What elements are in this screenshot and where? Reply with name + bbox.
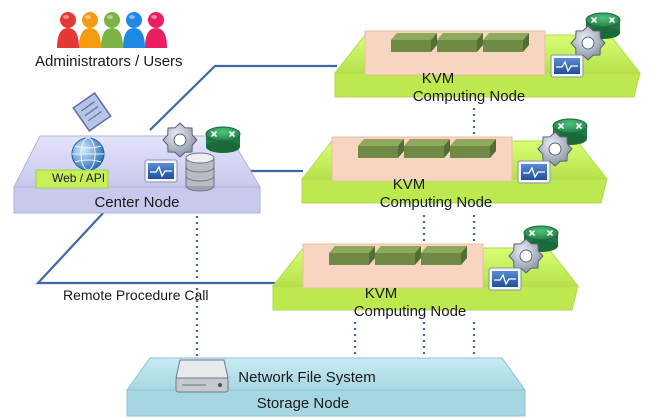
compute-node-3-kvm: KVM: [364, 285, 398, 302]
compute-node-1: [333, 12, 642, 98]
users-label: Administrators / Users: [35, 53, 183, 70]
vm-block: [483, 33, 529, 52]
nfs-label: Network File System: [238, 369, 376, 386]
compute-node-2-title: Computing Node: [379, 194, 493, 211]
user-figure-2: [79, 12, 101, 48]
nfs-dotted-links: [195, 108, 476, 362]
user-figure-4: [123, 12, 145, 48]
compute-node-2-kvm: KVM: [392, 176, 426, 193]
compute-node-3: [271, 225, 580, 311]
vm-block: [358, 139, 404, 158]
storage-platform-front: [126, 389, 526, 417]
users-icon: [57, 12, 167, 48]
compute-node-1-title: Computing Node: [412, 88, 526, 105]
vm-block: [329, 246, 375, 265]
monitor-icon: [144, 159, 178, 183]
vm-block: [421, 246, 467, 265]
user-figure-1: [57, 12, 79, 48]
center-node: [13, 92, 261, 214]
monitor-icon: [488, 267, 522, 291]
center-platform-front: [13, 186, 261, 214]
gear-icon: [570, 25, 606, 61]
rpc-label: Remote Procedure Call: [63, 287, 209, 303]
router-icon: [585, 12, 621, 39]
storage-node-label: Storage Node: [256, 395, 350, 412]
user-figure-5: [145, 12, 167, 48]
storage-node: [126, 357, 526, 417]
hard-drive-icon: [175, 359, 229, 393]
vm-block: [450, 139, 496, 158]
link-to-compute-1: [149, 64, 337, 131]
web-api-box: [35, 169, 109, 189]
web-api-label: Web / API: [52, 171, 106, 185]
compute-node-2: [300, 118, 609, 204]
router-icon: [205, 126, 241, 153]
vm-block: [375, 246, 421, 265]
vm-block: [437, 33, 483, 52]
document-icon: [72, 92, 112, 132]
globe-icon: [71, 137, 105, 171]
monitor-icon: [550, 54, 584, 78]
link-to-compute-3: [35, 211, 275, 285]
gear-icon: [162, 122, 198, 158]
compute-node-3-title: Computing Node: [353, 303, 467, 320]
compute-node-1-kvm: KVM: [421, 70, 455, 87]
vm-block: [404, 139, 450, 158]
database-icon: [185, 152, 215, 192]
vm-block: [391, 33, 437, 52]
compute-nodes: [271, 12, 642, 311]
center-node-label: Center Node: [94, 194, 180, 211]
router-icon: [552, 118, 588, 145]
gear-icon: [537, 131, 573, 167]
user-figure-3: [101, 12, 123, 48]
gear-icon: [508, 238, 544, 274]
monitor-icon: [517, 160, 551, 184]
